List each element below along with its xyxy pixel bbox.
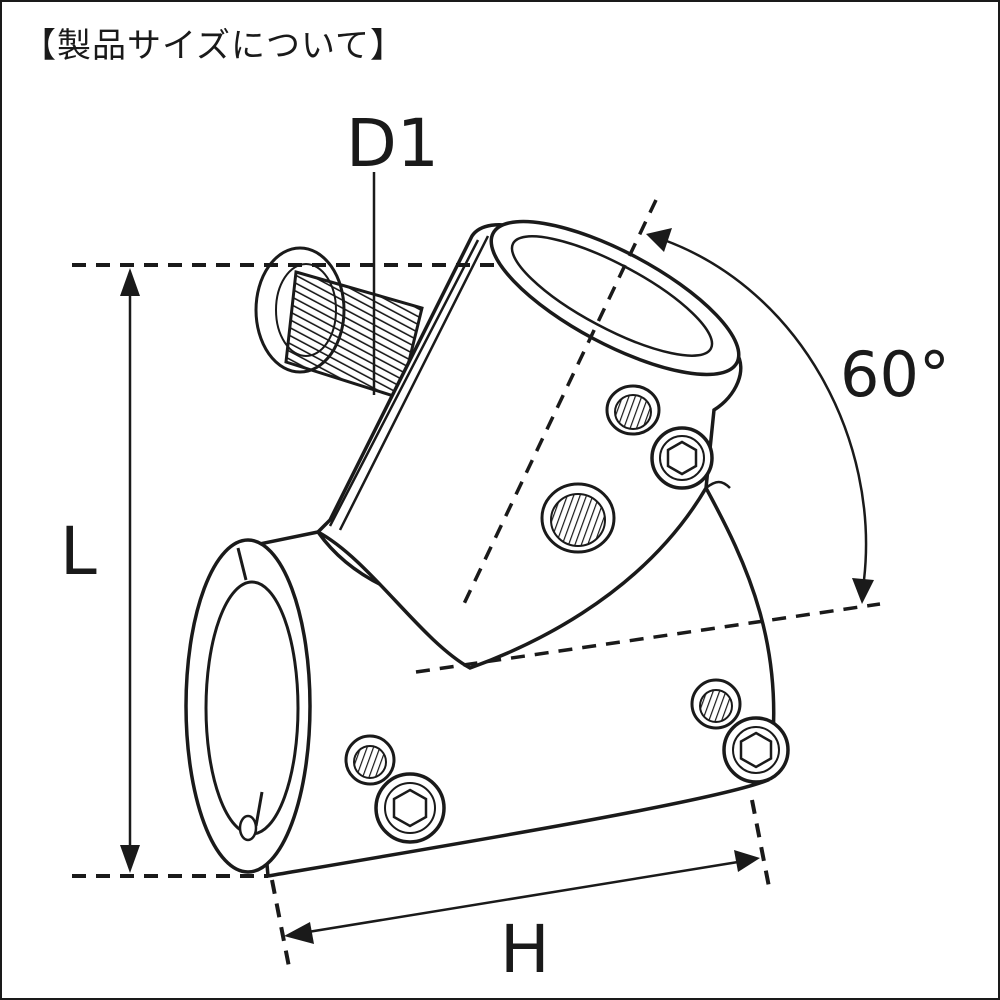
main-axis-ref: [415, 602, 881, 674]
branch-tube: [315, 219, 743, 670]
set-screw-upper: [605, 384, 661, 436]
label-l: L: [60, 513, 97, 590]
hex-bolt-upper: [650, 426, 714, 490]
threaded-stud: [254, 246, 424, 400]
set-screw-center: [540, 482, 616, 554]
dimension-lines: [72, 172, 881, 973]
hex-bolt-lower-right: [722, 716, 790, 784]
h-dimension-arrow: [307, 860, 739, 934]
set-screw-lower-right: [690, 678, 742, 730]
main-tube-slot-hole: [238, 814, 258, 842]
angle-arc: [663, 238, 868, 581]
main-tube-slot: [236, 547, 264, 827]
label-angle: 60°: [840, 338, 950, 411]
branch-tube-slot: [328, 235, 490, 531]
hex-bolt-lower-left: [374, 772, 446, 844]
section-heading: 【製品サイズについて】: [22, 26, 405, 66]
branch-tube-seam: [705, 480, 731, 489]
label-d1: D1: [346, 105, 439, 182]
h-extension-right: [750, 799, 772, 893]
label-h: H: [500, 911, 550, 988]
set-screw-lower-left: [344, 734, 396, 786]
main-tube-bore: [204, 580, 300, 836]
branch-axis: [460, 199, 658, 609]
h-extension-left: [270, 879, 292, 973]
